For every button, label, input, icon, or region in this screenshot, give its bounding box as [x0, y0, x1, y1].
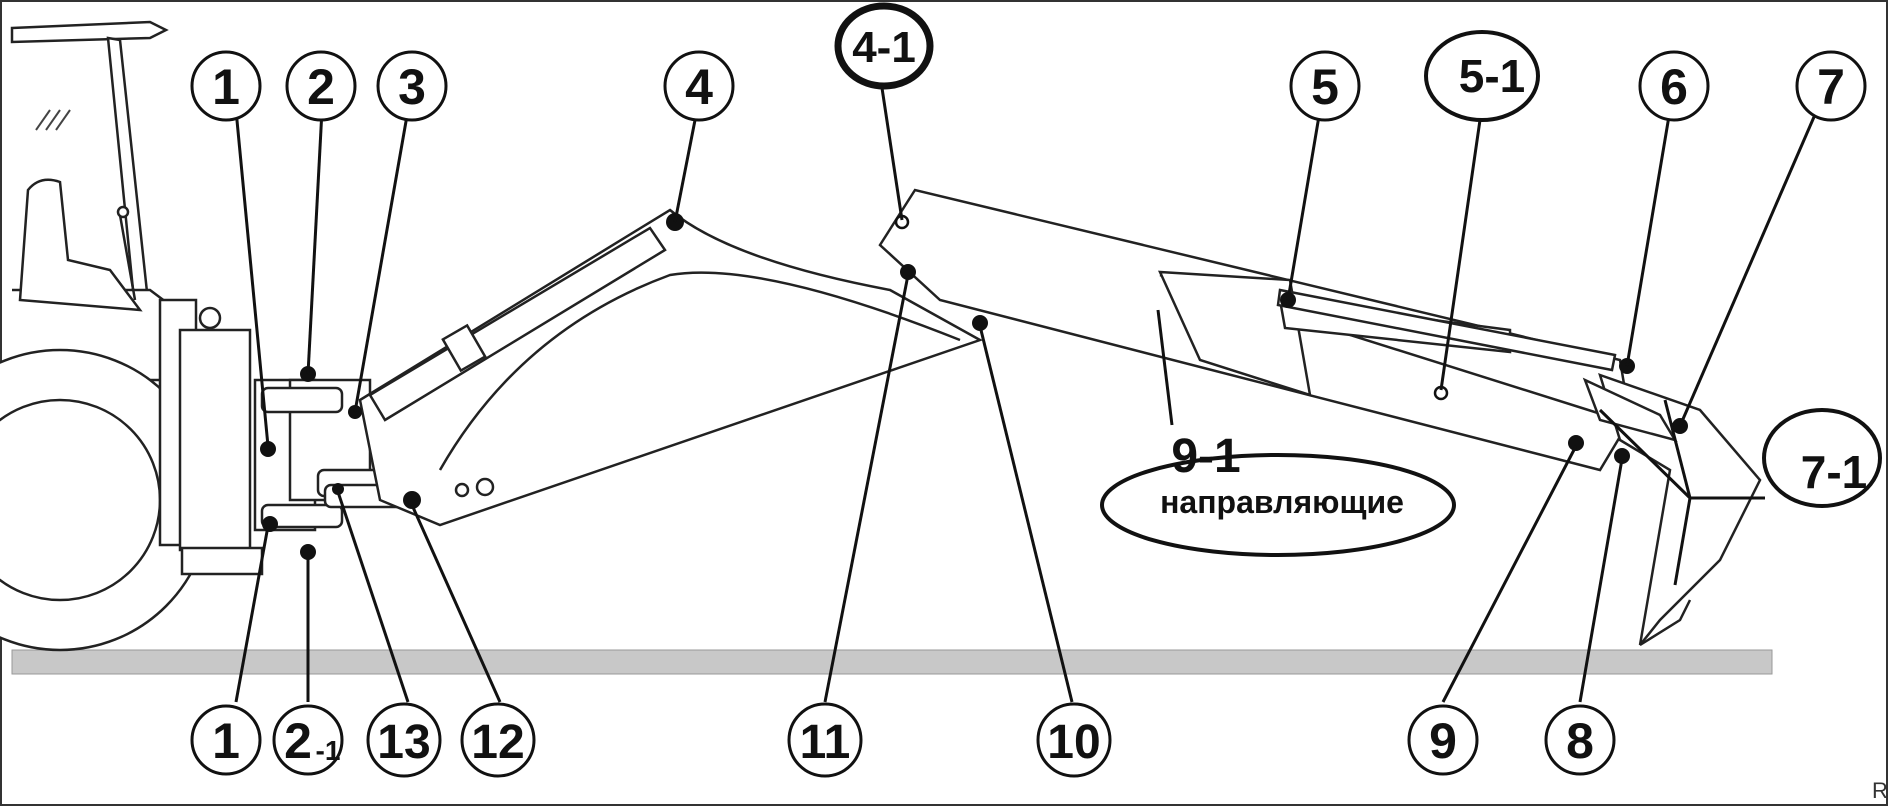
callout-2-1-bottom: 2 -1 [272, 704, 344, 776]
callout-9-1: 9-1 направляющие [1100, 430, 1456, 557]
boom [358, 208, 984, 527]
callout-13-bottom: 13 [366, 702, 442, 778]
callout-1-bottom: 1 [190, 704, 262, 776]
callout-6-top-label: 6 [1660, 59, 1688, 115]
callout-6-top: 6 [1638, 50, 1710, 122]
callout-2-top: 2 [285, 50, 357, 122]
callout-12-bottom: 12 [460, 702, 536, 778]
pins [260, 213, 1688, 560]
dipper-arm [878, 188, 1632, 472]
callout-10-bottom: 10 [1036, 702, 1112, 778]
edge-mark: R [1872, 778, 1888, 803]
callout-5-top-label: 5 [1311, 59, 1339, 115]
callout-3-top: 3 [376, 50, 448, 122]
callout-9-bottom: 9 [1407, 704, 1479, 776]
leader-lines [234, 87, 1819, 703]
open-pins [894, 214, 1449, 401]
callout-7-1-label: 7-1 [1801, 446, 1867, 498]
callout-4-top-label: 4 [685, 59, 713, 115]
callout-4-top: 4 [663, 50, 735, 122]
callout-2-top-label: 2 [307, 59, 335, 115]
callout-11-bottom: 11 [787, 702, 863, 778]
callout-9-1-label: 9-1 [1171, 430, 1240, 483]
callout-7-1: 7-1 [1762, 408, 1882, 508]
callout-8-bottom: 8 [1544, 704, 1616, 776]
callout-9-1-text: направляющие [1160, 484, 1404, 520]
callout-5-top: 5 [1289, 50, 1361, 122]
callout-4-1-label: 4-1 [852, 23, 916, 72]
callout-10-bottom-label: 10 [1047, 716, 1100, 769]
callout-11-bottom-label: 11 [800, 716, 851, 769]
tractor-body [0, 20, 264, 652]
ground-strip [11, 649, 1773, 675]
callout-8-bottom-label: 8 [1566, 713, 1594, 769]
callout-5-1: 5-1 [1424, 30, 1540, 122]
callout-7-top: 7 [1795, 50, 1867, 122]
callout-3-top-label: 3 [398, 59, 426, 115]
callout-1-bottom-label: 1 [212, 713, 240, 769]
callout-7-top-label: 7 [1817, 59, 1845, 115]
callout-4-1: 4-1 [834, 2, 934, 90]
callout-1-top: 1 [190, 50, 262, 122]
callout-5-1-label: 5-1 [1459, 50, 1525, 102]
callout-12-bottom-label: 12 [471, 716, 524, 769]
callout-2-bottom-label: 2 [284, 713, 312, 769]
bucket [1582, 373, 1762, 647]
window-hatch [35, 109, 71, 131]
callout-1-top-label: 1 [212, 59, 240, 115]
callout-13-bottom-label: 13 [377, 716, 430, 769]
callout-2-1-suffix: -1 [316, 735, 341, 766]
callout-9-bottom-label: 9 [1429, 713, 1457, 769]
